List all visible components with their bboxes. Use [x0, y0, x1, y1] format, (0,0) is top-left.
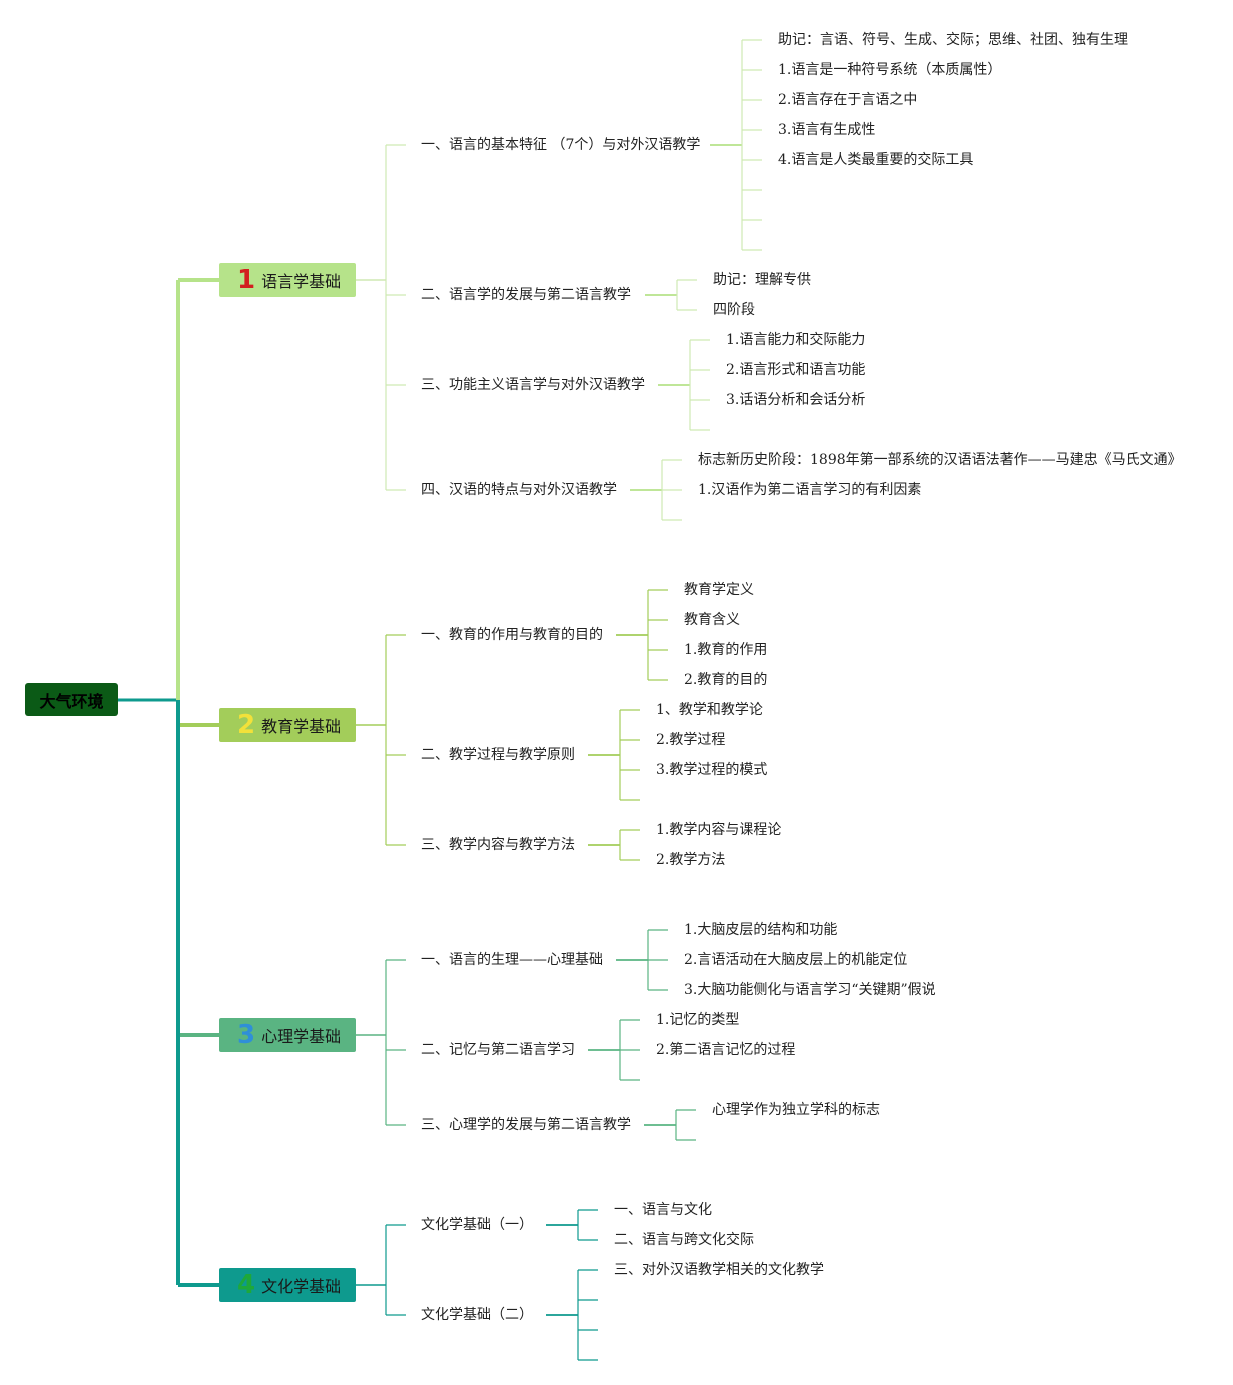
leaf-label[interactable]: 心理学作为独立学科的标志 [712, 1102, 880, 1118]
root-label: 大气环境 [39, 691, 104, 711]
leaf-label[interactable]: 2.第二语言记忆的过程 [656, 1042, 796, 1058]
topic-label: 语言学基础 [261, 272, 342, 291]
leaf-label[interactable]: 2.教学过程 [656, 732, 726, 748]
topic-number: 4 [237, 1270, 256, 1300]
leaf-label[interactable]: 4.语言是人类最重要的交际工具 [778, 152, 974, 168]
subtopic-label[interactable]: 文化学基础（二） [421, 1307, 533, 1323]
leaf-label[interactable]: 四阶段 [713, 302, 755, 318]
subtopic-label[interactable]: 二、语言学的发展与第二语言教学 [421, 287, 631, 303]
leaf-label[interactable]: 2.言语活动在大脑皮层上的机能定位 [684, 952, 908, 968]
main-topic-1[interactable]: 1 语言学基础 [219, 263, 356, 297]
subtopic-label[interactable]: 一、语言的基本特征 （7个）与对外汉语教学 [421, 137, 701, 153]
leaf-label[interactable]: 1、教学和教学论 [656, 702, 763, 718]
subtopic-label[interactable]: 三、功能主义语言学与对外汉语教学 [421, 377, 645, 393]
leaf-label[interactable]: 3.语言有生成性 [778, 122, 876, 138]
leaf-label[interactable]: 3.话语分析和会话分析 [726, 392, 866, 408]
main-topic-3[interactable]: 3 心理学基础 [219, 1018, 356, 1052]
subtopic-label[interactable]: 二、教学过程与教学原则 [421, 747, 575, 763]
topic-label: 心理学基础 [261, 1027, 342, 1046]
subtopic-label[interactable]: 三、教学内容与教学方法 [421, 837, 575, 853]
leaf-label[interactable]: 1.语言是一种符号系统（本质属性） [778, 62, 1002, 78]
leaf-label[interactable]: 一、语言与文化 [614, 1202, 712, 1218]
leaf-label[interactable]: 2.语言存在于言语之中 [778, 92, 918, 108]
subtopic-label[interactable]: 二、记忆与第二语言学习 [421, 1042, 575, 1058]
subtopic-label[interactable]: 四、汉语的特点与对外汉语教学 [421, 482, 617, 498]
subtopic-label[interactable]: 三、心理学的发展与第二语言教学 [421, 1117, 631, 1133]
topic-label: 教育学基础 [261, 717, 342, 736]
subtopic-label[interactable]: 一、教育的作用与教育的目的 [421, 627, 603, 643]
leaf-label[interactable]: 教育学定义 [684, 582, 754, 598]
topic-number: 1 [237, 265, 256, 295]
root-node[interactable]: 大气环境 [25, 683, 118, 716]
leaf-label[interactable]: 三、对外汉语教学相关的文化教学 [614, 1262, 824, 1278]
leaf-label[interactable]: 助记：理解专供 [713, 272, 811, 288]
topic-number: 2 [237, 710, 256, 740]
leaf-label[interactable]: 1.教学内容与课程论 [656, 822, 782, 838]
leaf-label[interactable]: 2.教育的目的 [684, 672, 768, 688]
topic-number: 3 [237, 1020, 256, 1050]
leaf-label[interactable]: 二、语言与跨文化交际 [614, 1232, 754, 1248]
leaf-label[interactable]: 3.教学过程的模式 [656, 762, 768, 778]
subtopic-label[interactable]: 一、语言的生理——心理基础 [421, 952, 603, 968]
main-topic-2[interactable]: 2 教育学基础 [219, 708, 356, 742]
subtopic-label[interactable]: 文化学基础（一） [421, 1217, 533, 1233]
leaf-label[interactable]: 标志新历史阶段：1898年第一部系统的汉语语法著作——马建忠《马氏文通》 [698, 452, 1182, 468]
leaf-label[interactable]: 2.语言形式和语言功能 [726, 362, 866, 378]
leaf-label[interactable]: 1.教育的作用 [684, 642, 768, 658]
leaf-label[interactable]: 1.大脑皮层的结构和功能 [684, 922, 838, 938]
topic-label: 文化学基础 [261, 1277, 342, 1296]
main-topic-4[interactable]: 4 文化学基础 [219, 1268, 356, 1302]
leaf-label[interactable]: 3.大脑功能侧化与语言学习“关键期”假说 [684, 982, 936, 998]
leaf-label[interactable]: 1.语言能力和交际能力 [726, 332, 866, 348]
leaf-label[interactable]: 1.记忆的类型 [656, 1012, 740, 1028]
leaf-label[interactable]: 1.汉语作为第二语言学习的有利因素 [698, 482, 922, 498]
leaf-label[interactable]: 2.教学方法 [656, 852, 726, 868]
leaf-label[interactable]: 教育含义 [684, 612, 740, 628]
leaf-label[interactable]: 助记：言语、符号、生成、交际；思维、社团、独有生理 [778, 32, 1128, 48]
